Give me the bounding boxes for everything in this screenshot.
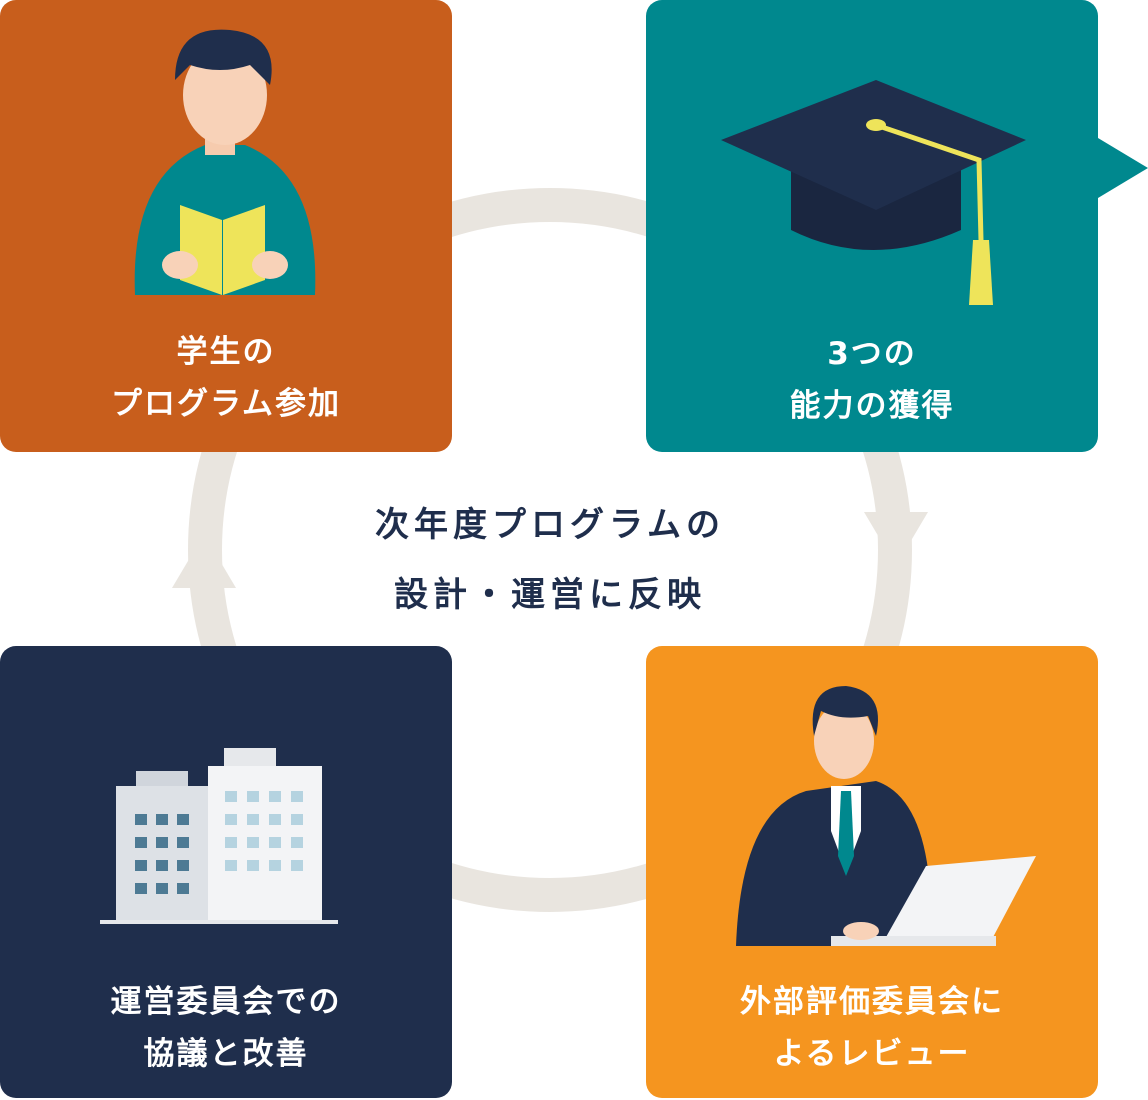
- step-committee-discussion: 運営委員会での 協議と改善: [0, 646, 452, 1098]
- step-title-line2: 協議と改善: [143, 1036, 309, 1072]
- student-reading-icon: [134, 29, 316, 295]
- graduation-cap-icon: [721, 80, 1026, 305]
- step-three-abilities: 3つの 能力の獲得: [646, 0, 1098, 452]
- center-caption: 次年度プログラムの 設計・運営に反映: [300, 490, 800, 630]
- step-title-line2: プログラム参加: [110, 386, 342, 422]
- pointer-right-icon: [1098, 138, 1148, 198]
- office-building-icon: [100, 748, 338, 924]
- step-title-line1: 外部評価委員会に: [740, 984, 1004, 1020]
- step-title-line1: 3つの: [827, 336, 917, 372]
- center-caption-line2: 設計・運営に反映: [394, 575, 706, 615]
- businessman-laptop-icon: [736, 686, 1036, 946]
- center-caption-line1: 次年度プログラムの: [375, 505, 725, 545]
- step-external-review: 外部評価委員会に よるレビュー: [646, 646, 1098, 1098]
- step-student-participation: 学生の プログラム参加: [0, 0, 452, 452]
- step-title-line1: 運営委員会での: [110, 984, 342, 1020]
- step-title-line1: 学生の: [176, 334, 276, 370]
- arrow-up-icon: [172, 534, 236, 588]
- step-title-line2: 能力の獲得: [789, 388, 955, 424]
- step-title-line2: よるレビュー: [773, 1036, 971, 1072]
- arrow-down-icon: [864, 512, 928, 566]
